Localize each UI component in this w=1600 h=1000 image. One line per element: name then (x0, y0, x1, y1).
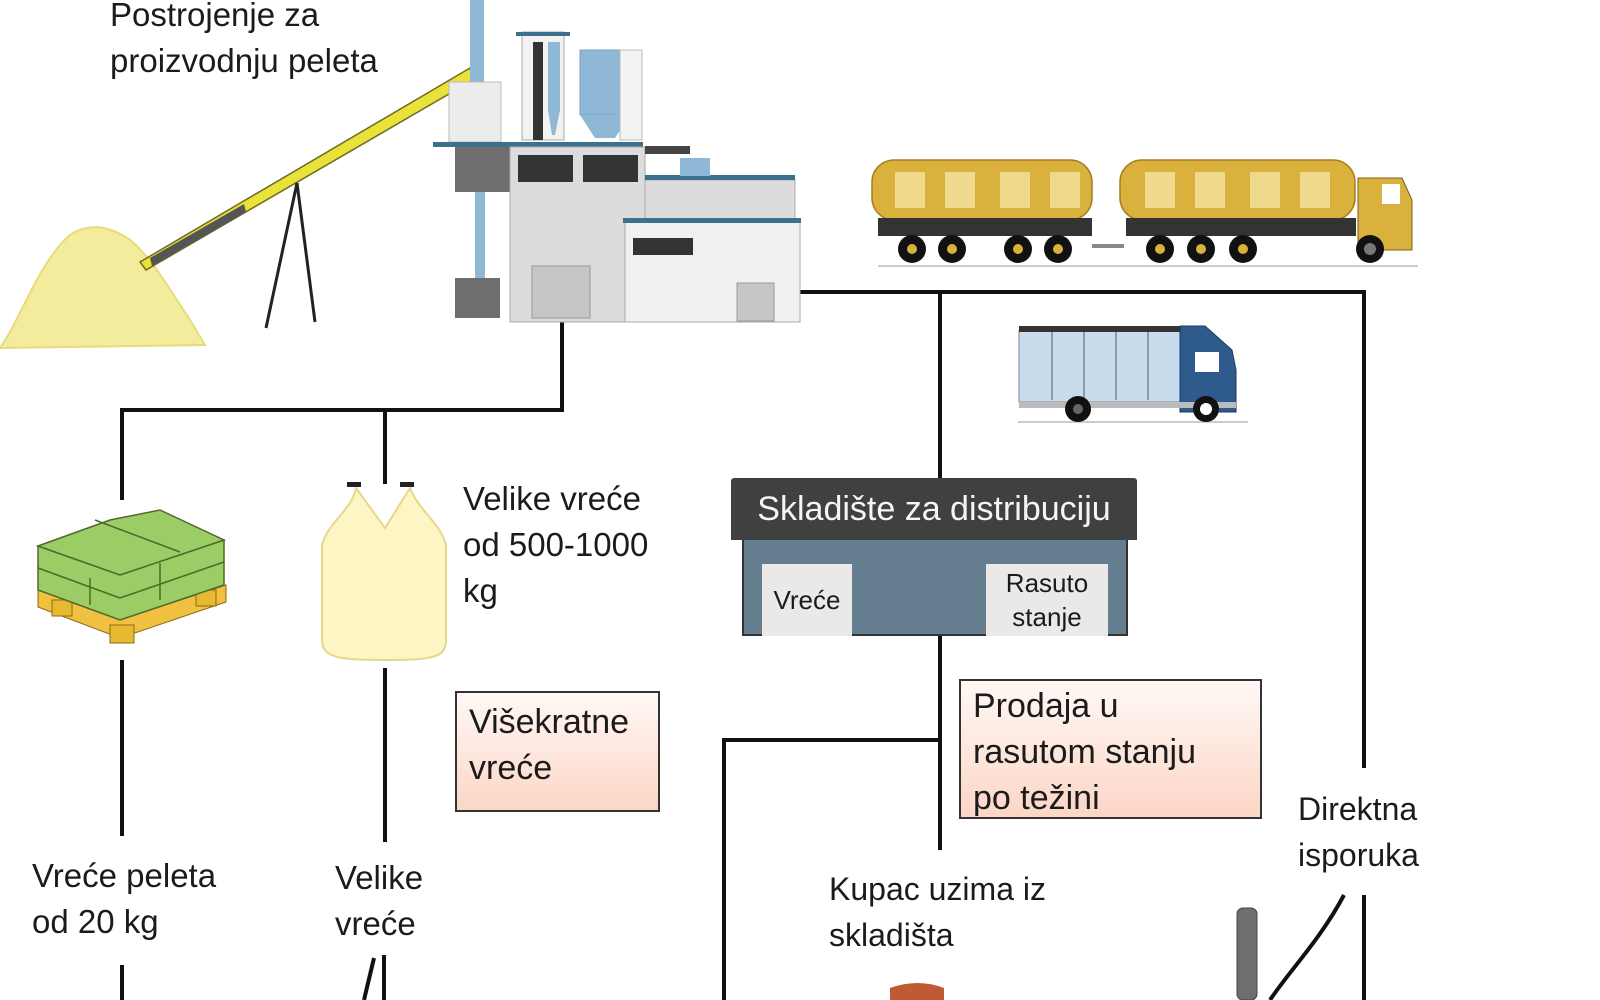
warehouse-bulk-line2: stanje (1012, 602, 1082, 632)
line-plant-to-distribution (800, 290, 1366, 768)
direct-delivery-line1: Direktna (1298, 791, 1418, 827)
reusable-bags-line2: vreće (469, 749, 553, 787)
bags-20kg-label: Vreće peleta od 20 kg (32, 853, 216, 945)
plant-label-line1: Postrojenje za (110, 0, 320, 33)
warehouse-bags-label: Vreće (773, 585, 841, 615)
bulk-sale-line2: rasutom stanju (973, 733, 1196, 771)
factory-icon (433, 0, 801, 323)
connector-lines (120, 290, 1366, 1000)
customer-pickup-line1: Kupac uzima iz (829, 871, 1046, 907)
line-plant-to-packaging (120, 318, 564, 500)
reusable-bags-box: Višekratne vreće (455, 691, 660, 812)
conveyor-icon (138, 66, 474, 329)
warehouse-body: Vreće Rasuto stanje (742, 540, 1128, 636)
customer-pickup-label: Kupac uzima iz skladišta (829, 866, 1046, 958)
bulk-sale-line3: po težini (973, 779, 1100, 817)
plant-label: Postrojenje za proizvodnju peleta (110, 0, 378, 84)
customer-pickup-line2: skladišta (829, 917, 954, 953)
direct-delivery-label: Direktna isporuka (1298, 786, 1419, 878)
pallet-bags-icon (35, 509, 227, 644)
box-truck-icon (1018, 325, 1248, 423)
big-bags-desc-line1: Velike vreće (463, 480, 641, 517)
big-bags-description: Velike vreće od 500-1000 kg (463, 476, 648, 614)
big-bags-desc-line3: kg (463, 572, 498, 609)
bulk-sale-box: Prodaja u rasutom stanju po težini (959, 679, 1262, 819)
line-direct-diag (1268, 894, 1346, 1000)
warehouse-bulk-line1: Rasuto (1005, 568, 1089, 598)
reusable-bags-line1: Višekratne (469, 703, 630, 741)
big-bag-icon (321, 482, 447, 662)
big-bags-line2: vreće (335, 905, 416, 942)
warehouse-bulk-section: Rasuto stanje (986, 564, 1108, 636)
plant-label-line2: proizvodnju peleta (110, 42, 378, 79)
warehouse-title: Skladište za distribuciju (731, 478, 1137, 540)
warehouse-bags-section: Vreće (762, 564, 852, 636)
bags-20kg-line1: Vreće peleta (32, 857, 217, 894)
tanker-truck-icon (871, 159, 1418, 267)
bottom-partial-icons (890, 907, 1258, 1000)
big-bags-desc-line2: od 500-1000 (463, 526, 649, 563)
line-bigbag-bottom-diag (362, 957, 376, 1000)
bulk-sale-line1: Prodaja u (973, 687, 1119, 725)
big-bags-line1: Velike (335, 859, 424, 896)
line-branch-left (722, 738, 940, 1000)
big-bags-label: Velike vreće (335, 855, 423, 947)
pellet-pile-icon (0, 226, 207, 350)
bags-20kg-line2: od 20 kg (32, 903, 159, 940)
direct-delivery-line2: isporuka (1298, 837, 1419, 873)
